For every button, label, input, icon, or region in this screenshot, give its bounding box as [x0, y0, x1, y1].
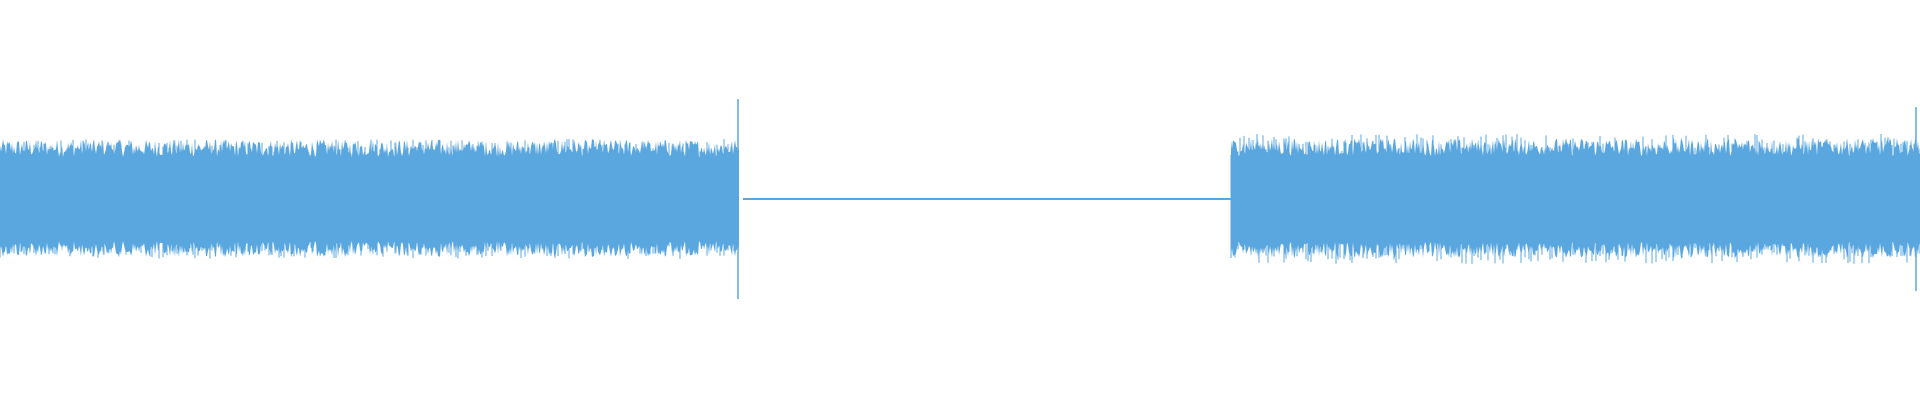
waveform-signal-region-1	[0, 139, 739, 258]
waveform-peaks	[0, 99, 1920, 299]
